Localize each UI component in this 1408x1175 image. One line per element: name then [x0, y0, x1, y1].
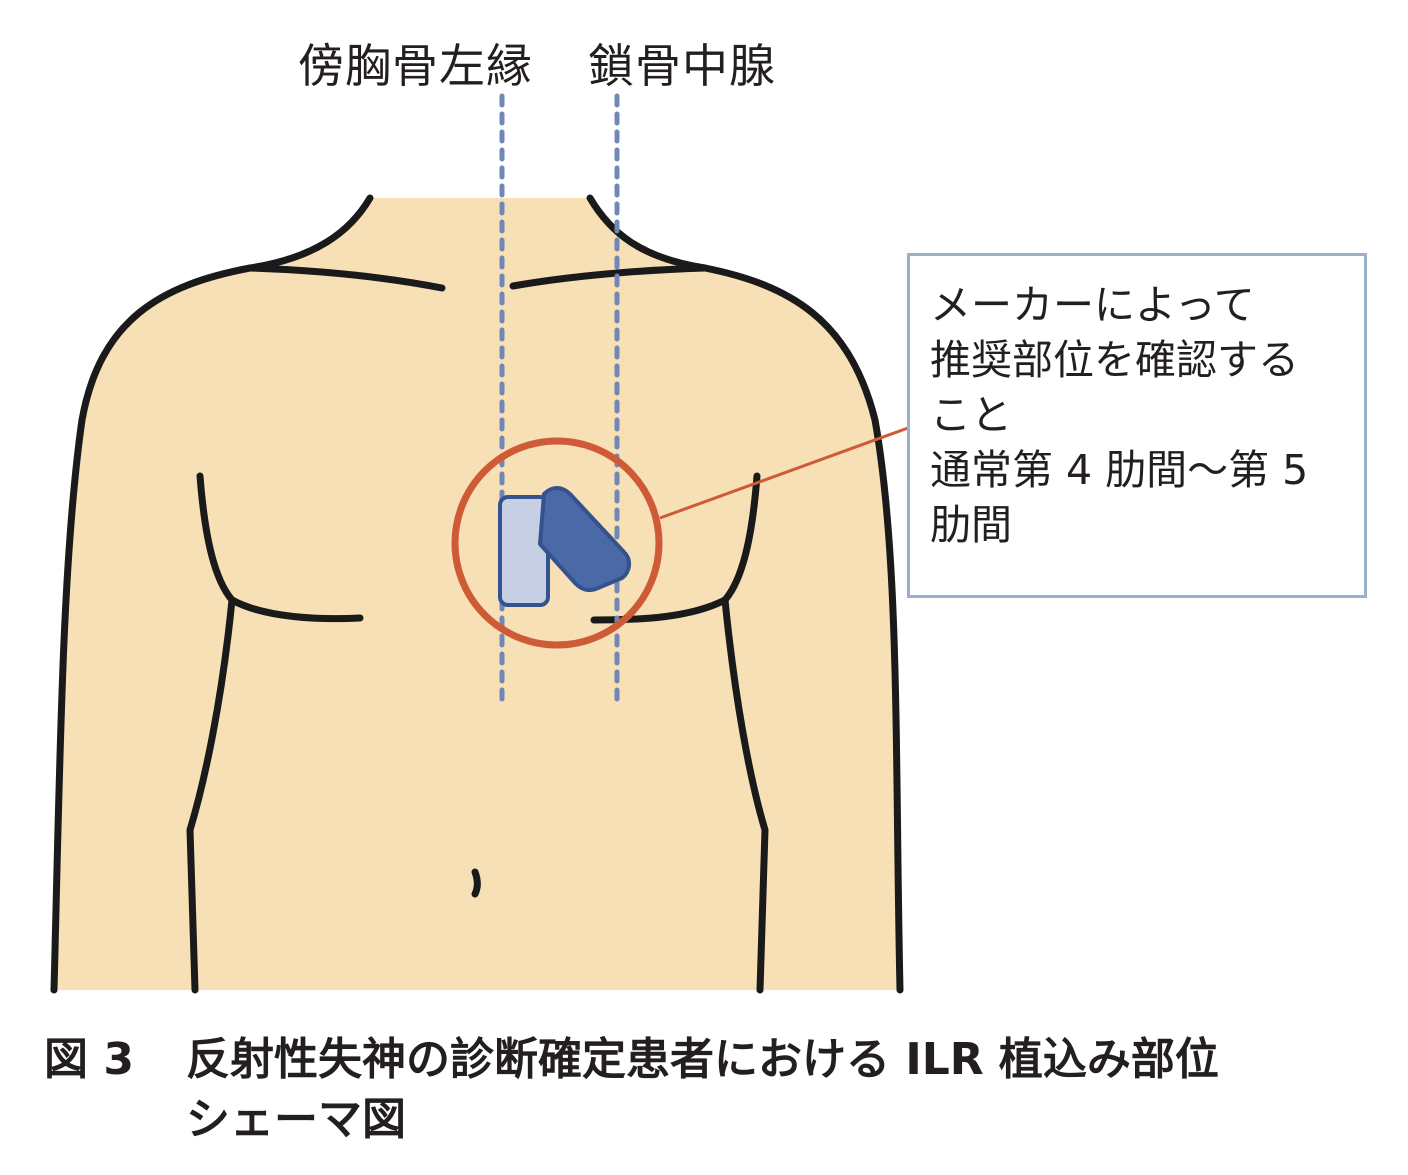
neck-right-outline: [586, 194, 709, 272]
torso-skin: [54, 198, 900, 990]
left-parasternal-label: 傍胸骨左縁: [298, 39, 533, 93]
right-body-side: [721, 472, 769, 994]
caption-title-line2: シェーマ図: [186, 1094, 406, 1145]
ilr-device-icon-dark: [538, 486, 631, 593]
right-shoulder-arm-outline: [701, 264, 904, 994]
callout-box: メーカーによって 推奨部位を確認する こと 通常第 4 肋間～第 5 肋間: [907, 253, 1367, 598]
left-shoulder-arm-outline: [50, 264, 254, 994]
implant-site-circle: [451, 437, 663, 649]
callout-text-line: メーカーによって: [930, 281, 1255, 329]
left-pectoral-line: [228, 596, 364, 623]
callout-text-line: 推奨部位を確認する: [930, 336, 1299, 384]
chest-diagram: [50, 93, 909, 994]
left-clavicle: [246, 264, 446, 292]
callout-text-line: こと: [930, 391, 1012, 439]
left-body-side: [186, 472, 236, 994]
right-pectoral-line: [590, 596, 729, 624]
figure-number: 図 3: [44, 1034, 134, 1085]
callout-leader-line: [659, 426, 909, 520]
callout-text-line: 通常第 4 肋間～第 5: [930, 446, 1309, 494]
neck-left-outline: [246, 194, 374, 272]
figure-caption: 図 3 反射性失神の診断確定患者における ILR 植込み部位 シェーマ図: [44, 1030, 1384, 1150]
caption-title-line1: 反射性失神の診断確定患者における ILR 植込み部位: [186, 1034, 1219, 1085]
midclavicular-label: 鎖骨中腺: [588, 39, 776, 93]
callout-text-line: 肋間: [930, 501, 1012, 549]
right-clavicle: [509, 264, 709, 290]
navel: [471, 868, 481, 898]
